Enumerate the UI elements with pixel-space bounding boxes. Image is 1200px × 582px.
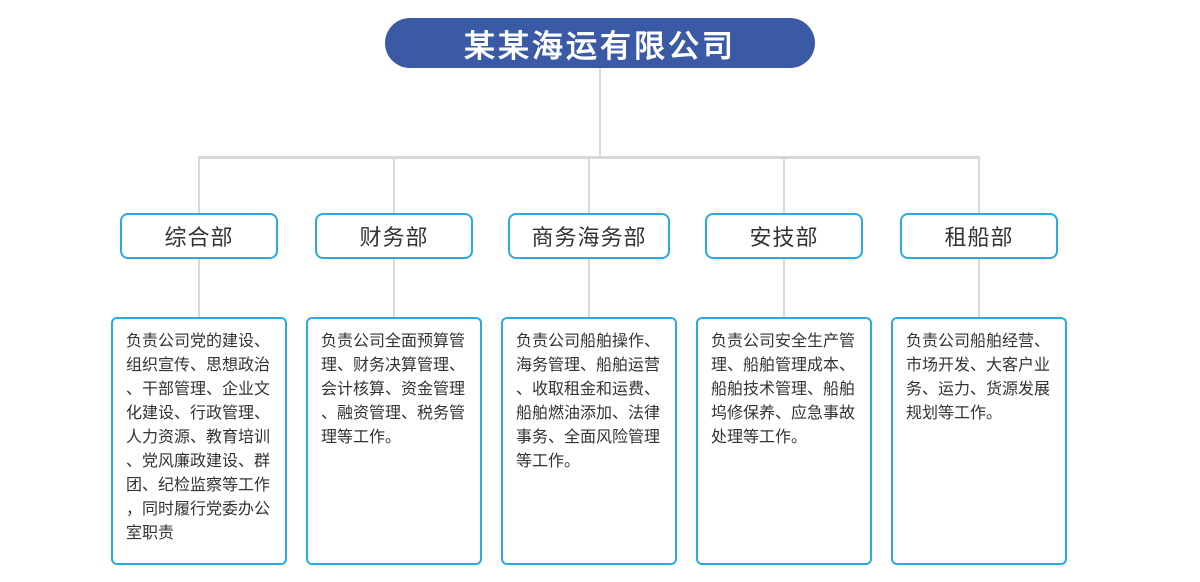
connector-line: [978, 259, 980, 317]
root-stem-line: [599, 68, 601, 157]
department-description: 负责公司船舶操作、海务管理、船舶运营、收取租金和运费、船舶燃油添加、法律事务、全…: [516, 333, 661, 470]
company-root-node: 某某海运有限公司: [385, 18, 815, 68]
department-description-box: 负责公司船舶操作、海务管理、船舶运营、收取租金和运费、船舶燃油添加、法律事务、全…: [501, 317, 677, 565]
department-description-box: 负责公司全面预算管理、财务决算管理、会计核算、资金管理、融资管理、税务管理等工作…: [306, 317, 482, 565]
department-name: 商务海务部: [531, 225, 647, 250]
department-name: 安技部: [749, 225, 819, 250]
department-box: 租船部: [900, 213, 1058, 259]
department-box: 综合部: [120, 213, 278, 259]
connector-line: [198, 259, 200, 317]
drop-line: [783, 157, 785, 214]
connector-line: [393, 259, 395, 317]
department-description-box: 负责公司船舶经营、市场开发、大客户业务、运力、货源发展规划等工作。: [891, 317, 1067, 565]
department-column-zonghebu: 综合部 负责公司党的建设、组织宣传、思想政治、干部管理、企业文化建设、行政管理、…: [111, 213, 287, 565]
department-description-box: 负责公司安全生产管理、船舶管理成本、船舶技术管理、船舶坞修保养、应急事故处理等工…: [696, 317, 872, 565]
department-description-box: 负责公司党的建设、组织宣传、思想政治、干部管理、企业文化建设、行政管理、人力资源…: [111, 317, 287, 565]
company-title: 某某海运有限公司: [464, 28, 736, 64]
department-box: 安技部: [705, 213, 863, 259]
department-column-shangwuhaiwubu: 商务海务部 负责公司船舶操作、海务管理、船舶运营、收取租金和运费、船舶燃油添加、…: [501, 213, 677, 565]
connector-line: [588, 259, 590, 317]
drop-line: [978, 157, 980, 214]
connector-line: [783, 259, 785, 317]
department-description: 负责公司党的建设、组织宣传、思想政治、干部管理、企业文化建设、行政管理、人力资源…: [126, 333, 271, 542]
department-description: 负责公司安全生产管理、船舶管理成本、船舶技术管理、船舶坞修保养、应急事故处理等工…: [711, 333, 856, 446]
drop-line: [198, 157, 200, 214]
department-name: 综合部: [164, 225, 234, 250]
department-box: 财务部: [315, 213, 473, 259]
department-name: 租船部: [944, 225, 1014, 250]
drop-line: [393, 157, 395, 214]
department-column-zuchuanbu: 租船部 负责公司船舶经营、市场开发、大客户业务、运力、货源发展规划等工作。: [891, 213, 1067, 565]
department-column-caiwubu: 财务部 负责公司全面预算管理、财务决算管理、会计核算、资金管理、融资管理、税务管…: [306, 213, 482, 565]
department-column-anjibu: 安技部 负责公司安全生产管理、船舶管理成本、船舶技术管理、船舶坞修保养、应急事故…: [696, 213, 872, 565]
department-description: 负责公司全面预算管理、财务决算管理、会计核算、资金管理、融资管理、税务管理等工作…: [321, 333, 466, 446]
department-box: 商务海务部: [508, 213, 670, 259]
department-description: 负责公司船舶经营、市场开发、大客户业务、运力、货源发展规划等工作。: [906, 333, 1051, 422]
drop-line: [588, 157, 590, 214]
department-name: 财务部: [359, 225, 429, 250]
